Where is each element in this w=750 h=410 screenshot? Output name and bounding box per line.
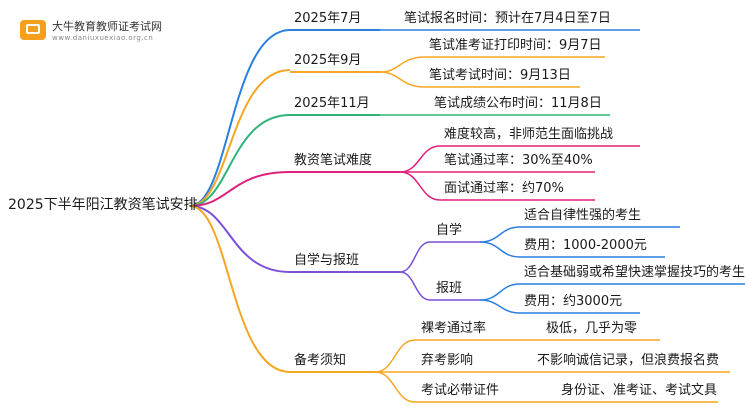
leaf-sept-1: 笔试准考证打印时间：9月7日 [429, 38, 602, 53]
logo-icon [20, 20, 46, 40]
branch-nov: 2025年11月 [294, 96, 370, 111]
edge-notes-3 [374, 371, 416, 403]
edge-root-nov [189, 114, 291, 207]
sub-branch-class: 报班 [436, 281, 463, 296]
leaf-notes-1: 极低，几乎为零 [546, 321, 638, 336]
branch-notes: 备考须知 [294, 353, 347, 368]
leaf-difficulty-1: 难度较高，非师范生面临挑战 [444, 127, 614, 142]
edge-study-self [399, 241, 431, 273]
edge-class-leaf-2 [479, 299, 521, 314]
edge-study-class [399, 271, 431, 301]
branch-study: 自学与报班 [294, 253, 360, 268]
leaf-difficulty-3: 面试通过率：约70% [444, 181, 564, 196]
leaf-class-1: 适合基础弱或希望快速掌握技巧的考生 [524, 265, 746, 280]
leaf-difficulty-2: 笔试通过率：30%至40% [444, 153, 593, 168]
leaf-sept-2: 笔试考试时间：9月13日 [429, 68, 571, 83]
sub-branch-notes-2: 弃考影响 [421, 353, 474, 368]
sub-branch-self: 自学 [436, 223, 463, 238]
edge-sept-leaf-2 [379, 71, 426, 88]
site-logo: 大牛教育教师证考试网 www.daniuxuexiao.org.cn [6, 6, 176, 46]
leaf-self-1: 适合自律性强的考生 [524, 208, 642, 223]
leaf-july-1: 笔试报名时间：预计在7月4日至7日 [404, 11, 611, 26]
branch-sept: 2025年9月 [294, 53, 362, 68]
edge-root-notes [189, 205, 291, 373]
branch-july: 2025年7月 [294, 11, 362, 26]
logo-url: www.daniuxuexiao.org.cn [52, 34, 154, 42]
branch-difficulty: 教资笔试难度 [294, 153, 373, 168]
leaf-self-2: 费用：1000-2000元 [524, 238, 647, 253]
edge-difficulty-leaf-1 [399, 145, 441, 173]
edge-root-july [189, 29, 291, 207]
leaf-notes-2: 不影响诚信记录，但浪费报名费 [537, 353, 720, 368]
edge-root-study [189, 205, 291, 273]
sub-branch-notes-3: 考试必带证件 [421, 383, 500, 398]
edge-class-leaf-1 [479, 283, 521, 301]
leaf-nov-1: 笔试成绩公布时间：11月8日 [434, 96, 602, 111]
edge-root-difficulty [189, 171, 291, 207]
edge-notes-1 [374, 339, 416, 373]
edge-difficulty-leaf-3 [399, 171, 441, 201]
leaf-notes-3: 身份证、准考证、考试文具 [561, 383, 718, 398]
root-topic: 2025下半年阳江教资笔试安排 [8, 197, 198, 213]
edge-sept-leaf-1 [379, 56, 426, 73]
logo-name: 大牛教育教师证考试网 [52, 20, 162, 33]
edge-self-leaf-2 [479, 241, 521, 258]
sub-branch-notes-1: 裸考通过率 [421, 321, 487, 336]
leaf-class-2: 费用：约3000元 [524, 294, 623, 309]
edge-root-sept [189, 69, 291, 207]
edge-self-leaf-1 [479, 226, 521, 243]
